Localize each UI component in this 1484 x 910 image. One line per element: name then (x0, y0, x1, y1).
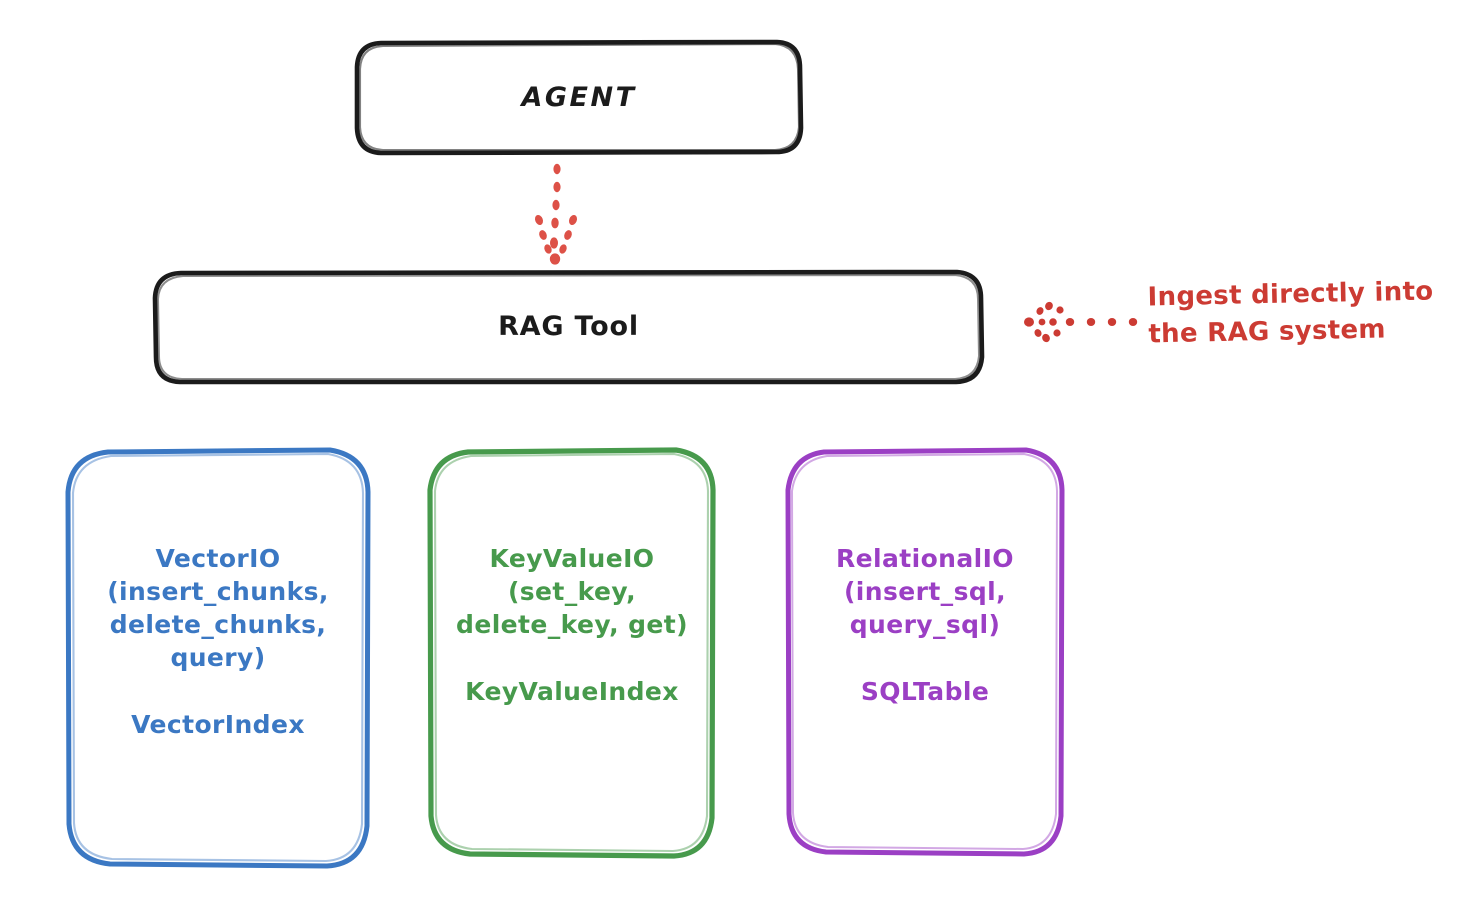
rag-tool-label: RAG Tool (498, 311, 639, 343)
key-value-io-node[interactable]: KeyValueIO (set_key, delete_key, get) Ke… (430, 450, 714, 856)
key-value-io-body: KeyValueIO (set_key, delete_key, get) Ke… (430, 450, 714, 856)
vector-io-index-label: VectorIndex (131, 710, 305, 739)
key-value-io-api-label: KeyValueIO (set_key, delete_key, get) (456, 544, 688, 639)
agent-to-rag-tool-connector (534, 163, 578, 265)
relational-io-index-label: SQLTable (860, 677, 990, 706)
rag-tool-node[interactable]: RAG Tool (155, 272, 982, 382)
agent-node[interactable]: AGENT (357, 42, 801, 154)
key-value-io-index-label: KeyValueIndex (465, 677, 679, 706)
ingest-to-rag-tool-connector (1024, 301, 1138, 343)
relational-io-body: RelationalIO (insert_sql, query_sql) SQL… (788, 450, 1062, 854)
relational-io-node[interactable]: RelationalIO (insert_sql, query_sql) SQL… (788, 450, 1062, 854)
vector-io-body: VectorIO (insert_chunks, delete_chunks, … (68, 450, 368, 866)
ingest-annotation-label: Ingest directly into the RAG system (1147, 276, 1434, 350)
relational-io-api-label: RelationalIO (insert_sql, query_sql) (836, 544, 1014, 639)
agent-label: AGENT (521, 82, 637, 114)
vector-io-node[interactable]: VectorIO (insert_chunks, delete_chunks, … (68, 450, 368, 866)
vector-io-api-label: VectorIO (insert_chunks, delete_chunks, … (107, 544, 329, 672)
